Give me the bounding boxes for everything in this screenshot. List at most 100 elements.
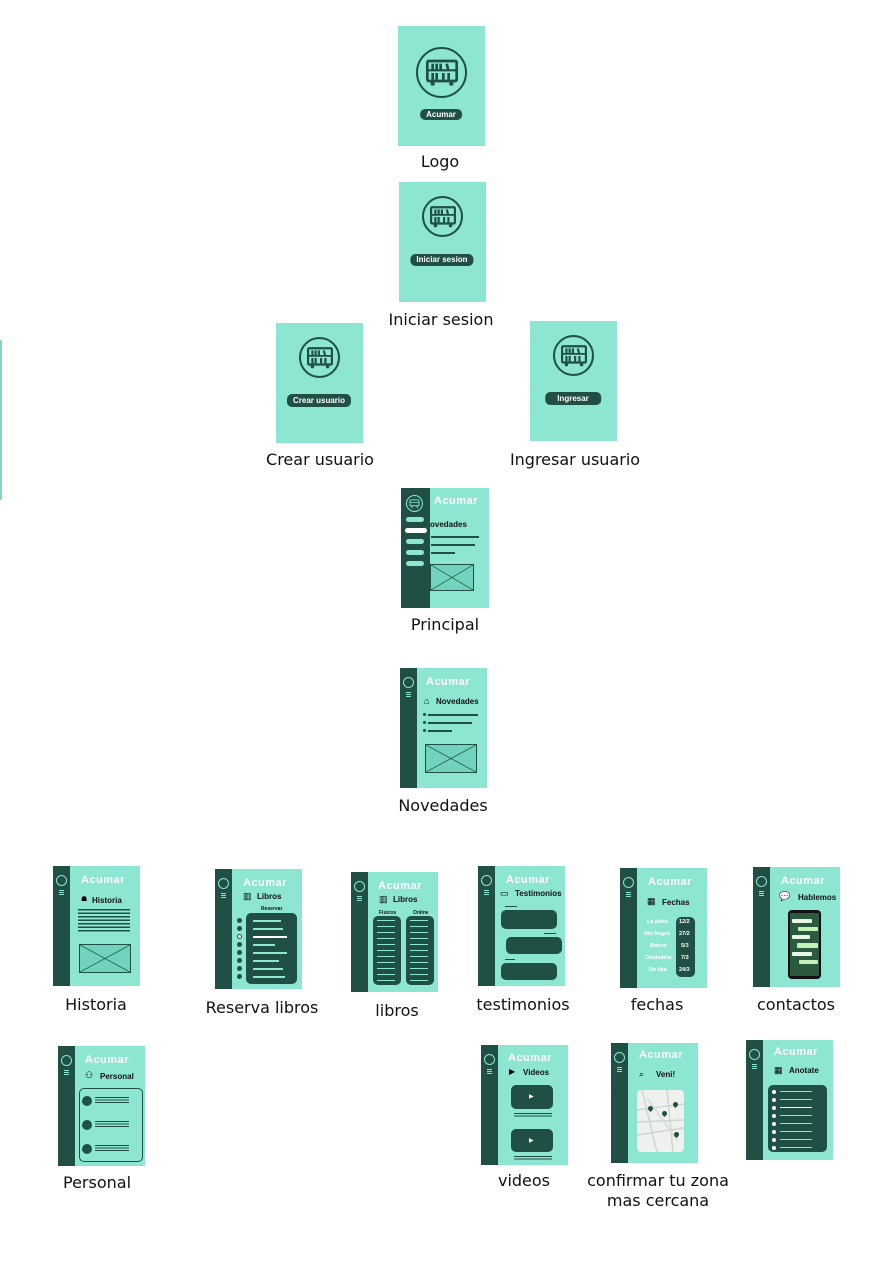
caption-videos: videos bbox=[497, 1171, 551, 1190]
date-value: 24/3 bbox=[679, 967, 690, 973]
section-title: Novedades bbox=[436, 697, 479, 706]
option-line bbox=[780, 1091, 812, 1092]
online-panel bbox=[406, 916, 434, 985]
radio-option[interactable] bbox=[772, 1114, 776, 1118]
text-block bbox=[78, 909, 130, 933]
sidebar bbox=[481, 1045, 498, 1165]
menu-icon[interactable] bbox=[59, 890, 64, 895]
menu-icon[interactable] bbox=[626, 892, 631, 897]
menu-icon[interactable] bbox=[484, 890, 489, 895]
image-placeholder bbox=[79, 944, 131, 973]
screen-fechas[interactable]: Acumar ▦ Fechas La plata 12/2 Rio Negro … bbox=[620, 868, 707, 988]
menu-icon[interactable] bbox=[759, 891, 764, 896]
caption-crear-usuario: Crear usuario bbox=[266, 450, 374, 469]
book-title-line bbox=[253, 944, 275, 946]
screen-contactos[interactable]: Acumar 💬 Hablemos bbox=[753, 867, 840, 987]
nav-item[interactable] bbox=[406, 561, 424, 566]
logo-button[interactable]: Acumar bbox=[420, 109, 462, 120]
nav-item-active[interactable] bbox=[405, 528, 427, 533]
iniciar-sesion-button[interactable]: Iniciar sesion bbox=[410, 254, 474, 266]
caption-logo: Logo bbox=[420, 152, 460, 171]
book-title-line bbox=[253, 960, 279, 962]
text-line bbox=[431, 536, 479, 538]
sidebar bbox=[58, 1046, 75, 1166]
checkbox[interactable] bbox=[237, 950, 242, 955]
book-title-line bbox=[253, 952, 287, 954]
map[interactable] bbox=[637, 1090, 684, 1152]
screen-libros[interactable]: Acumar ▥ Libros Fisicos Online bbox=[351, 872, 438, 992]
checkbox[interactable] bbox=[237, 966, 242, 971]
app-title: Acumar bbox=[639, 1049, 683, 1061]
screen-reserva-libros[interactable]: Acumar ▥ Libros Reservar bbox=[215, 869, 302, 989]
menu-icon[interactable] bbox=[487, 1069, 492, 1074]
screen-ingresar-usuario[interactable]: Ingresar bbox=[530, 321, 617, 441]
crear-usuario-button[interactable]: Crear usuario bbox=[286, 394, 352, 407]
caption-historia: Historia bbox=[65, 995, 127, 1014]
logo-circle bbox=[56, 875, 67, 886]
avatar bbox=[82, 1120, 92, 1130]
play-icon[interactable]: ▶ bbox=[529, 1138, 534, 1144]
logo-circle bbox=[614, 1052, 625, 1063]
testimonial-bubble bbox=[501, 910, 557, 929]
app-title: Acumar bbox=[85, 1054, 129, 1066]
screen-zona[interactable]: Acumar ⌕ Veni! bbox=[611, 1043, 698, 1163]
nav-item[interactable] bbox=[406, 539, 424, 544]
radio-option-selected[interactable] bbox=[772, 1106, 776, 1110]
menu-icon[interactable] bbox=[752, 1064, 757, 1069]
logo-circle bbox=[756, 876, 767, 887]
place-label: Baires bbox=[650, 943, 667, 949]
video-player[interactable]: ▶ bbox=[511, 1129, 553, 1152]
chat-icon: 💬 bbox=[779, 891, 791, 901]
bullet bbox=[423, 721, 426, 724]
screen-logo[interactable]: Acumar bbox=[398, 26, 485, 146]
people-icon: ☗ bbox=[81, 896, 88, 903]
menu-icon[interactable] bbox=[64, 1070, 69, 1075]
screen-anotate[interactable]: Acumar ▦ Anotate bbox=[746, 1040, 833, 1160]
book-icon: ▥ bbox=[243, 891, 252, 901]
radio-option[interactable] bbox=[772, 1090, 776, 1094]
menu-icon[interactable] bbox=[221, 893, 226, 898]
screen-iniciar-sesion[interactable]: Iniciar sesion bbox=[399, 182, 486, 302]
video-player[interactable]: ▶ bbox=[511, 1085, 553, 1109]
logo-circle bbox=[299, 337, 340, 378]
checkbox[interactable] bbox=[237, 974, 242, 979]
menu-icon[interactable] bbox=[357, 896, 362, 901]
app-title: Acumar bbox=[648, 876, 692, 888]
ingresar-button[interactable]: Ingresar bbox=[545, 392, 601, 405]
screen-personal[interactable]: Acumar ⚇ Personal bbox=[58, 1046, 145, 1166]
radio-option[interactable] bbox=[772, 1138, 776, 1142]
screen-principal[interactable]: Acumar ovedades bbox=[401, 488, 489, 608]
screen-crear-usuario[interactable]: Crear usuario bbox=[276, 323, 363, 443]
section-title: Anotate bbox=[789, 1066, 819, 1075]
screen-novedades[interactable]: Acumar ⌂ Novedades bbox=[400, 668, 487, 788]
logo-circle bbox=[403, 677, 414, 688]
logo-circle bbox=[406, 495, 423, 512]
menu-icon[interactable] bbox=[617, 1067, 622, 1072]
menu-icon[interactable] bbox=[406, 692, 411, 697]
nav-item[interactable] bbox=[406, 517, 424, 522]
checkbox[interactable] bbox=[237, 926, 242, 931]
bullet bbox=[423, 729, 426, 732]
author-line bbox=[505, 906, 517, 907]
caption-personal: Personal bbox=[62, 1173, 132, 1192]
radio-option[interactable] bbox=[772, 1146, 776, 1150]
section-title: Historia bbox=[92, 896, 122, 905]
sidebar bbox=[746, 1040, 763, 1160]
checkbox[interactable] bbox=[237, 958, 242, 963]
checkbox-checked[interactable] bbox=[237, 934, 242, 939]
radio-option[interactable] bbox=[772, 1130, 776, 1134]
app-title: Acumar bbox=[774, 1046, 818, 1058]
play-icon[interactable]: ▶ bbox=[529, 1094, 534, 1100]
caption-contactos: contactos bbox=[757, 995, 835, 1014]
checkbox[interactable] bbox=[237, 942, 242, 947]
book-title-line bbox=[253, 976, 285, 978]
screen-videos[interactable]: Acumar ▶ Videos ▶ ▶ bbox=[481, 1045, 568, 1165]
radio-option[interactable] bbox=[772, 1122, 776, 1126]
checkbox[interactable] bbox=[237, 918, 242, 923]
screen-testimonios[interactable]: Acumar ▭ Testimonios bbox=[478, 866, 565, 986]
place-label: Ciudadela bbox=[645, 955, 672, 961]
nav-item[interactable] bbox=[406, 550, 424, 555]
screen-historia[interactable]: Acumar ☗ Historia bbox=[53, 866, 140, 986]
radio-option[interactable] bbox=[772, 1098, 776, 1102]
fisicos-panel bbox=[373, 916, 401, 985]
